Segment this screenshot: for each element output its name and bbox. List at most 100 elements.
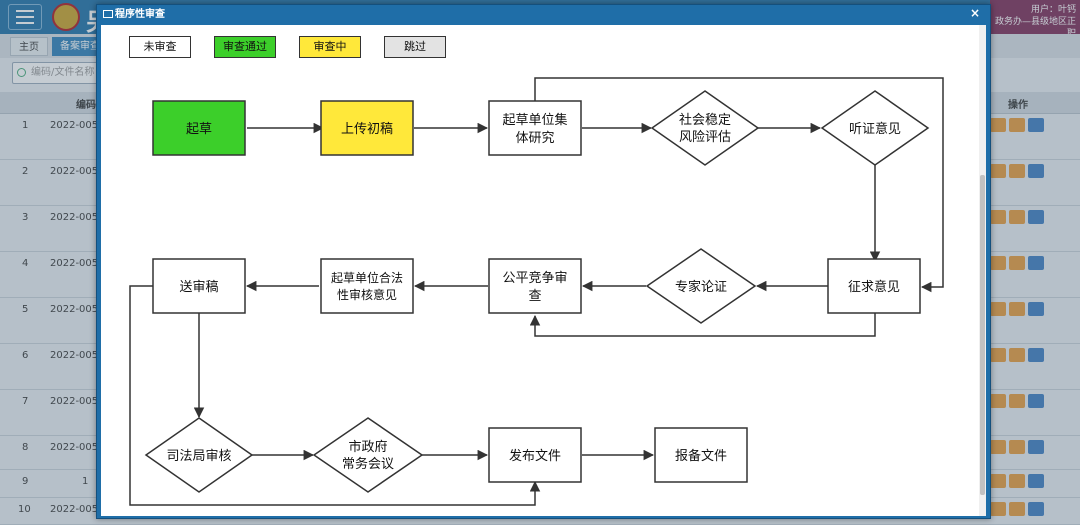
label-risk-assessment-2: 风险评估 — [679, 130, 731, 145]
action-button[interactable] — [1009, 394, 1025, 408]
node-executive-meeting[interactable] — [312, 417, 424, 493]
row-index: 7 — [22, 396, 29, 407]
row-code: 2022-005 — [50, 304, 99, 315]
gear-icon[interactable] — [1028, 256, 1044, 270]
row-index: 1 — [22, 120, 29, 131]
label-publish: 发布文件 — [509, 448, 561, 464]
row-code: 2022-005 — [50, 396, 99, 407]
node-legality-opinion[interactable] — [320, 258, 414, 314]
action-button[interactable] — [1009, 502, 1025, 516]
row-index: 10 — [18, 504, 31, 515]
row-index: 2 — [22, 166, 29, 177]
action-button[interactable] — [1009, 164, 1025, 178]
gear-icon[interactable] — [1028, 164, 1044, 178]
action-button[interactable] — [990, 256, 1006, 270]
action-button[interactable] — [990, 502, 1006, 516]
row-index: 3 — [22, 212, 29, 223]
column-header-code: 编码 — [76, 100, 96, 111]
menu-icon[interactable] — [8, 4, 42, 30]
action-button[interactable] — [1009, 440, 1025, 454]
label-legality-opinion-1: 起草单位合法 — [331, 270, 403, 285]
action-button[interactable] — [1009, 474, 1025, 488]
action-button[interactable] — [990, 302, 1006, 316]
gear-icon[interactable] — [1028, 394, 1044, 408]
column-header-ops: 操作 — [1008, 100, 1028, 111]
action-button[interactable] — [990, 164, 1006, 178]
action-button[interactable] — [990, 210, 1006, 224]
window-icon — [103, 10, 113, 18]
label-risk-assessment-1: 社会稳定 — [679, 112, 731, 128]
label-fair-competition-1: 公平竞争审 — [502, 270, 567, 286]
node-fair-competition[interactable] — [488, 258, 582, 314]
action-button[interactable] — [1009, 118, 1025, 132]
action-button[interactable] — [990, 394, 1006, 408]
flow-labels: 起草 上传初稿 起草单位集 体研究 社会稳定 风险评估 听证意见 征求意见 专家… — [166, 112, 901, 472]
action-button[interactable] — [1009, 210, 1025, 224]
label-collective-study-1: 起草单位集 — [502, 112, 567, 128]
action-button[interactable] — [1009, 348, 1025, 362]
row-code: 2022-005 — [50, 166, 99, 177]
label-expert-review: 专家论证 — [675, 279, 727, 295]
action-button[interactable] — [990, 474, 1006, 488]
row-index: 8 — [22, 442, 29, 453]
node-solicit-opinions[interactable] — [827, 258, 921, 314]
row-code: 2022-005 — [50, 120, 99, 131]
legend-approved: 审查通过 — [214, 36, 276, 58]
node-publish[interactable] — [488, 427, 582, 483]
node-expert-review[interactable] — [645, 248, 757, 324]
flow-nodes — [144, 90, 930, 493]
legend-in-review: 审查中 — [299, 36, 361, 58]
action-button[interactable] — [1009, 302, 1025, 316]
gear-icon[interactable] — [1028, 302, 1044, 316]
node-file-record[interactable] — [654, 427, 748, 483]
dialog-body: 未审查 审查通过 审查中 跳过 — [101, 25, 986, 516]
scrollbar-thumb[interactable] — [980, 175, 985, 495]
node-submit-draft[interactable] — [152, 258, 246, 314]
action-button[interactable] — [990, 440, 1006, 454]
user-name: 用户：叶钙 — [1030, 5, 1076, 15]
action-button[interactable] — [990, 348, 1006, 362]
node-collective-study[interactable] — [488, 100, 582, 156]
label-legality-opinion-2: 性审核意见 — [337, 287, 397, 302]
row-code: 1 — [82, 476, 89, 487]
search-icon — [17, 68, 26, 77]
label-fair-competition-2: 查 — [528, 289, 541, 304]
node-justice-review[interactable] — [144, 417, 254, 493]
row-index: 6 — [22, 350, 29, 361]
label-solicit-opinions: 征求意见 — [848, 279, 900, 295]
flow-connectors — [129, 77, 944, 506]
gear-icon[interactable] — [1028, 440, 1044, 454]
dialog-scrollbar[interactable] — [979, 25, 986, 516]
gear-icon[interactable] — [1028, 118, 1044, 132]
label-upload-draft: 上传初稿 — [341, 121, 393, 137]
row-code: 2022-005 — [50, 350, 99, 361]
node-hearing[interactable] — [820, 90, 930, 166]
search-placeholder: 编码/文件名称 — [31, 67, 95, 78]
tab-filing-review[interactable]: 备案审查 — [52, 37, 108, 56]
tab-home[interactable]: 主页 — [10, 37, 48, 56]
label-draft: 起草 — [186, 122, 212, 137]
gear-icon[interactable] — [1028, 502, 1044, 516]
label-executive-meeting-2: 常务会议 — [342, 456, 394, 472]
procedural-review-dialog: 程序性审查 × 未审查 审查通过 审查中 跳过 — [96, 4, 991, 519]
close-icon[interactable]: × — [969, 6, 980, 20]
node-risk-assessment[interactable] — [650, 90, 760, 166]
gear-icon[interactable] — [1028, 474, 1044, 488]
row-index: 9 — [22, 476, 29, 487]
action-button[interactable] — [1009, 256, 1025, 270]
row-code: 2022-005 — [50, 212, 99, 223]
emblem-logo — [52, 3, 80, 31]
node-draft[interactable] — [152, 100, 246, 156]
row-code: 2022-005 — [50, 504, 99, 515]
gear-icon[interactable] — [1028, 210, 1044, 224]
dialog-title-text: 程序性审查 — [115, 9, 165, 20]
action-button[interactable] — [990, 118, 1006, 132]
user-info[interactable]: 用户：叶钙 政务办—县级地区正职 — [990, 0, 1080, 39]
row-code: 2022-005 — [50, 258, 99, 269]
node-upload-draft[interactable] — [320, 100, 414, 156]
dialog-title: 程序性审查 — [103, 8, 165, 22]
label-justice-review: 司法局审核 — [166, 449, 231, 464]
row-index: 4 — [22, 258, 29, 269]
gear-icon[interactable] — [1028, 348, 1044, 362]
row-code: 2022-005 — [50, 442, 99, 453]
